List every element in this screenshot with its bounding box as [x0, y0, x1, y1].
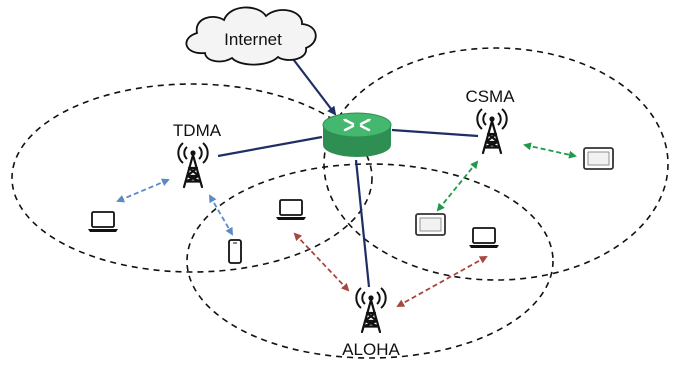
router-to-tdma-link — [217, 135, 323, 158]
laptop-icon — [275, 199, 307, 221]
tablet-icon — [415, 213, 446, 236]
antenna-tower-icon — [355, 286, 387, 334]
aloha-coverage-area — [186, 163, 554, 359]
aloha-laptop-left-link — [293, 232, 350, 292]
aloha-tower: ALOHA — [342, 286, 400, 359]
aloha-wireless-links — [293, 232, 488, 307]
tdma-label: TDMA — [173, 121, 222, 140]
tdma-laptop-link — [116, 178, 170, 203]
csma-tower: CSMA — [465, 87, 515, 155]
tdma-wireless-links — [116, 178, 234, 236]
phone-icon — [228, 239, 242, 264]
aloha-laptop-right-link — [396, 256, 488, 307]
tdma-phone-link — [208, 194, 234, 236]
antenna-tower-icon — [476, 107, 508, 155]
csma-coverage-area — [323, 47, 669, 281]
internet-label: Internet — [224, 30, 282, 49]
laptop-icon — [87, 211, 119, 233]
csma-wireless-links — [436, 142, 577, 212]
tdma-tower: TDMA — [173, 121, 222, 189]
aloha-label: ALOHA — [342, 340, 400, 359]
router-icon — [322, 112, 392, 157]
antenna-tower-icon — [177, 141, 209, 189]
tdma-coverage-area — [11, 83, 373, 273]
cloud-icon — [185, 6, 317, 66]
internet-to-router-link — [289, 54, 337, 116]
backbone-links — [217, 54, 479, 288]
csma-tablet-right-link — [523, 142, 577, 159]
laptop-icon — [468, 227, 500, 249]
csma-label: CSMA — [465, 87, 515, 106]
router-to-csma-link — [391, 128, 479, 138]
tablet-icon — [583, 147, 614, 170]
csma-tablet-left-link — [436, 160, 479, 212]
router-to-aloha-link — [354, 159, 371, 288]
